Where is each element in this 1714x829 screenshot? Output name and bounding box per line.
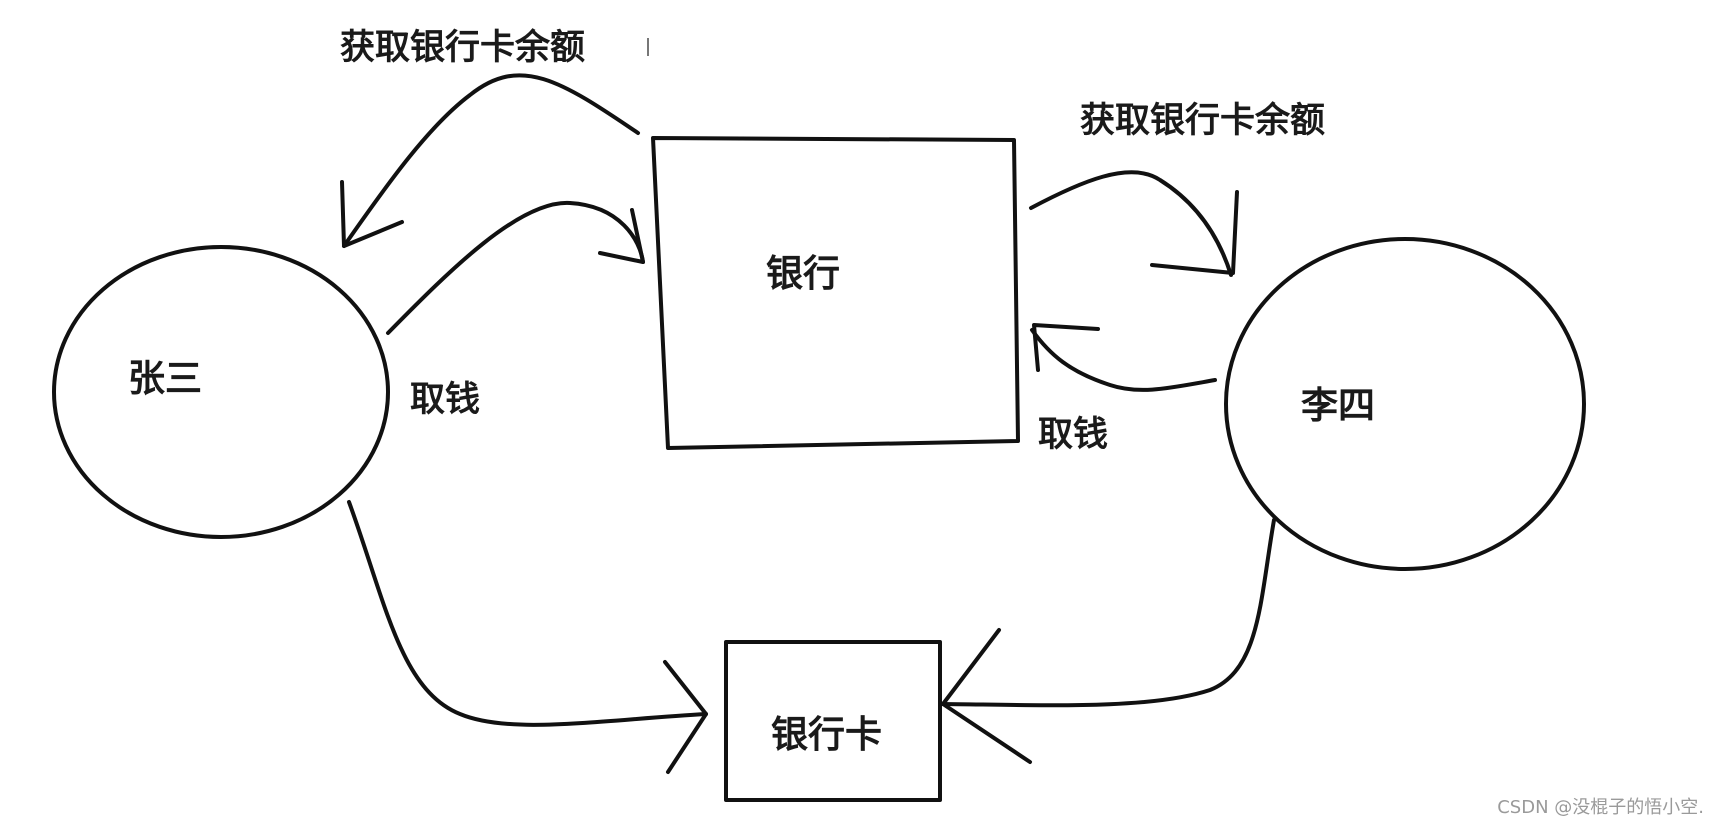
edge-label-withdraw-right: 取钱: [1038, 415, 1109, 455]
edge-curve: [347, 500, 708, 727]
zhangsan-node: [52, 245, 390, 539]
arrowhead: [598, 208, 645, 264]
edge-curve: [386, 200, 645, 335]
arrowhead: [1150, 190, 1239, 275]
arrowhead: [1032, 323, 1100, 372]
edge-bank-to-zhangsan: [340, 73, 640, 248]
edge-label-withdraw-left: 取钱: [410, 380, 481, 420]
bank-label: 银行: [766, 252, 840, 295]
edge-label-get-balance-left: 获取银行卡余额: [340, 28, 586, 68]
zhangsan-label: 张三: [128, 357, 202, 400]
arrowhead: [941, 628, 1032, 764]
lisi-label: 李四: [1301, 384, 1375, 427]
bank-node: [651, 136, 1020, 450]
arrowhead: [340, 180, 404, 248]
arrowhead: [663, 660, 708, 774]
bank-card-label: 银行卡: [771, 713, 882, 756]
bank-card-node: [724, 640, 942, 802]
edge-label-get-balance-right: 获取银行卡余额: [1080, 101, 1326, 141]
edge-zhangsan-to-card: [347, 500, 708, 774]
csdn-watermark: CSDN @没棍子的悟小空.: [1497, 797, 1704, 818]
edge-lisi-to-card: [940, 518, 1276, 764]
edge-zhangsan-to-bank: [386, 200, 645, 335]
edge-bank-to-lisi: [1029, 170, 1239, 277]
edge-curve: [1030, 328, 1217, 392]
lisi-node: [1224, 237, 1586, 571]
edge-lisi-to-bank: [1030, 323, 1217, 392]
edge-curve: [940, 518, 1276, 708]
edge-curve: [1029, 170, 1233, 277]
edge-curve: [342, 73, 640, 248]
